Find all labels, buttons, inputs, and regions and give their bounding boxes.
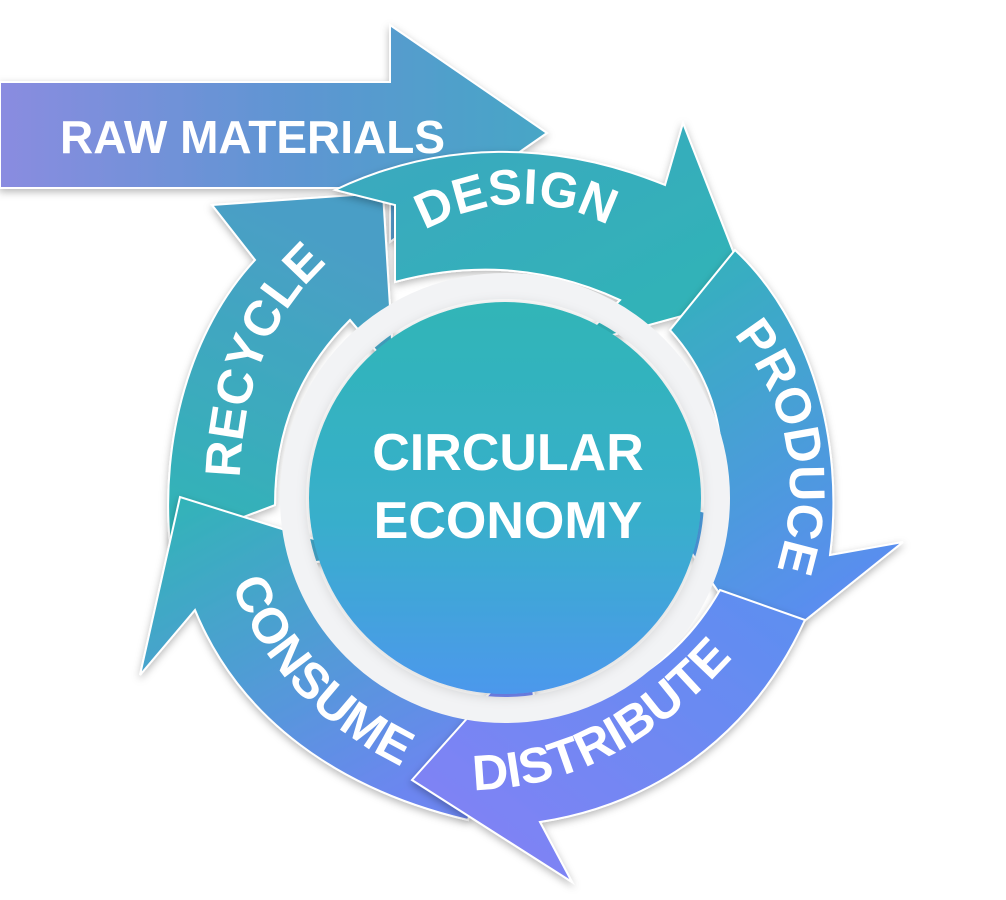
center-title-line1: CIRCULAR: [372, 424, 644, 482]
design-segment: [332, 119, 753, 347]
center-circle: [309, 302, 701, 694]
distribute-segment: [410, 588, 807, 885]
recycle-segment: [167, 191, 396, 547]
inner-track-ring: [280, 273, 730, 723]
center-title-line2: ECONOMY: [374, 492, 643, 550]
raw-materials-label: RAW MATERIALS: [60, 111, 445, 163]
